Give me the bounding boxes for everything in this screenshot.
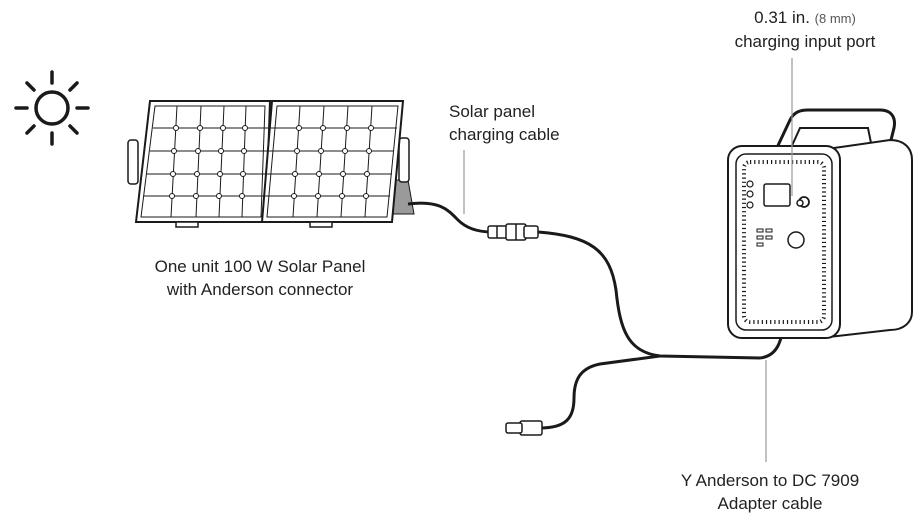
- port-name: charging input port: [734, 32, 876, 51]
- panel-cable: [407, 201, 493, 234]
- port-size-mm: (8 mm): [814, 11, 856, 26]
- spare-anderson-plug: [505, 420, 543, 436]
- anderson-connector-icon: [487, 223, 539, 241]
- panel-handle-left: [127, 139, 139, 185]
- adapter-label-line2: Adapter cable: [717, 494, 823, 513]
- panel-handle-right: [398, 137, 410, 183]
- dc-plug-icon: [796, 199, 804, 207]
- y-cable-branch: [539, 354, 661, 430]
- power-station-icon: [727, 108, 913, 340]
- panel-label-line1: One unit 100 W Solar Panel: [154, 257, 366, 276]
- port-label: 0.31 in. (8 mm) charging input port: [705, 6, 905, 53]
- adapter-label-line1: Y Anderson to DC 7909: [680, 471, 860, 490]
- panel-label-line2: with Anderson connector: [166, 280, 354, 299]
- sun-icon: [14, 70, 90, 146]
- cable-label-line2: charging cable: [449, 125, 560, 144]
- panel-label: One unit 100 W Solar Panel with Anderson…: [112, 255, 408, 301]
- solar-panel-icon: [127, 100, 415, 228]
- cable-label: Solar panel charging cable: [449, 100, 609, 146]
- cable-label-line1: Solar panel: [449, 102, 536, 121]
- port-size-inches: 0.31 in.: [754, 8, 810, 27]
- y-cable-main: [537, 230, 761, 360]
- adapter-label: Y Anderson to DC 7909 Adapter cable: [650, 469, 890, 515]
